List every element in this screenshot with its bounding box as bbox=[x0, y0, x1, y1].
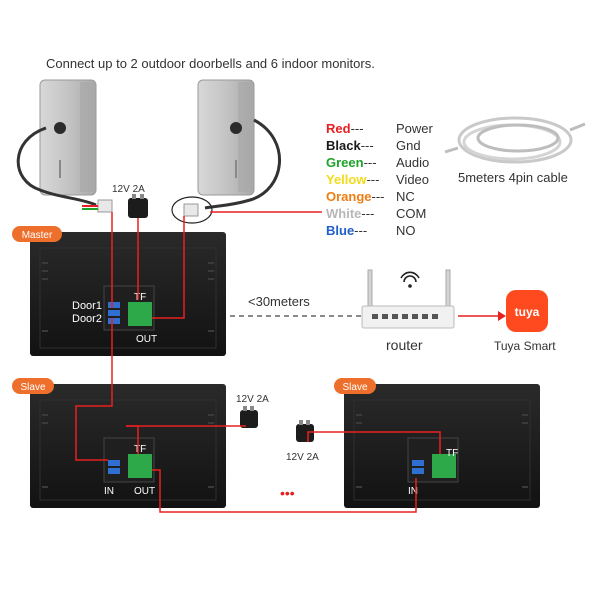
more-monitors-ellipsis: ••• bbox=[280, 485, 295, 501]
master-badge bbox=[12, 226, 62, 242]
legend-row-no: Blue--- bbox=[326, 223, 367, 238]
legend-dash: --- bbox=[354, 223, 367, 238]
slave-monitor-right bbox=[344, 384, 540, 508]
power-adapter-icon bbox=[128, 194, 148, 218]
slave-wiring bbox=[75, 330, 441, 513]
legend-dash: --- bbox=[364, 155, 377, 170]
master-badge-label: Master bbox=[22, 230, 53, 241]
legend-color-word: Yellow bbox=[326, 172, 367, 187]
camera-lens-icon bbox=[230, 122, 242, 134]
legend-color-word: Red bbox=[326, 121, 351, 136]
slave-left-in-label: IN bbox=[104, 486, 114, 497]
slave-left-badge-label: Slave bbox=[20, 382, 45, 393]
power-label-mid: 12V 2A bbox=[236, 394, 269, 405]
slave-monitor-left bbox=[30, 384, 226, 508]
legend-dash: --- bbox=[372, 189, 385, 204]
master-monitor bbox=[30, 232, 226, 356]
legend-color-word: Green bbox=[326, 155, 364, 170]
legend-row-audio: Green--- bbox=[326, 155, 377, 170]
doorbell-2-connector bbox=[171, 196, 213, 224]
legend-function-gnd: Gnd bbox=[396, 138, 421, 153]
wire-legend: Red---PowerBlack---GndGreen---AudioYello… bbox=[326, 121, 434, 238]
legend-color-word: Orange bbox=[326, 189, 372, 204]
legend-dash: --- bbox=[366, 172, 379, 187]
doorbell-1-connector bbox=[82, 199, 113, 213]
legend-dash: --- bbox=[361, 138, 374, 153]
slave-right-in-label: IN bbox=[408, 486, 418, 497]
master-out-label: OUT bbox=[136, 334, 157, 345]
slave-left-badge bbox=[12, 378, 54, 394]
legend-dash: --- bbox=[351, 121, 364, 136]
slave-left-out-label: OUT bbox=[134, 486, 155, 497]
doorbell-2-cable bbox=[204, 118, 281, 210]
power-adapter-icon bbox=[240, 406, 258, 428]
slave-right-tf-label: TF bbox=[446, 448, 458, 459]
cable-label: 5meters 4pin cable bbox=[458, 170, 568, 185]
tuya-logo-text: tuya bbox=[515, 305, 540, 319]
legend-row-com: White--- bbox=[326, 206, 374, 221]
tuya-label: Tuya Smart bbox=[494, 339, 556, 353]
outdoor-doorbell-1 bbox=[39, 79, 97, 196]
slave-left-tf-label: TF bbox=[134, 444, 146, 455]
power-adapter-icon bbox=[296, 420, 314, 442]
power-label-top: 12V 2A bbox=[112, 184, 145, 195]
slave-right-badge-label: Slave bbox=[342, 382, 367, 393]
slave-right-badge bbox=[334, 378, 376, 394]
tuya-logo-icon bbox=[506, 290, 548, 332]
legend-row-gnd: Black--- bbox=[326, 138, 374, 153]
master-door1-label: Door1 bbox=[72, 300, 102, 312]
legend-color-word: White bbox=[326, 206, 361, 221]
legend-color-word: Black bbox=[326, 138, 361, 153]
header-text: Connect up to 2 outdoor doorbells and 6 … bbox=[46, 56, 375, 71]
legend-row-video: Yellow--- bbox=[326, 172, 379, 187]
legend-function-com: COM bbox=[396, 206, 426, 221]
legend-function-no: NO bbox=[396, 223, 416, 238]
master-wiring bbox=[111, 212, 185, 330]
arrow-head-icon bbox=[498, 311, 506, 321]
legend-row-nc: Orange--- bbox=[326, 189, 385, 204]
camera-lens-icon bbox=[54, 122, 66, 134]
legend-dash: --- bbox=[361, 206, 374, 221]
master-tf-label: TF bbox=[134, 292, 146, 303]
router-icon bbox=[361, 269, 455, 329]
legend-row-power: Red--- bbox=[326, 121, 364, 136]
legend-function-video: Video bbox=[396, 172, 429, 187]
legend-color-word: Blue bbox=[326, 223, 354, 238]
legend-function-power: Power bbox=[396, 121, 434, 136]
legend-function-nc: NC bbox=[396, 189, 415, 204]
doorbell-1-cable bbox=[16, 126, 97, 207]
cable-coil-icon bbox=[444, 116, 586, 164]
legend-function-audio: Audio bbox=[396, 155, 429, 170]
outdoor-doorbell-2 bbox=[197, 79, 255, 196]
router-label: router bbox=[386, 337, 423, 353]
master-door2-label: Door2 bbox=[72, 313, 102, 325]
power-label-right: 12V 2A bbox=[286, 452, 319, 463]
distance-label: <30meters bbox=[248, 294, 310, 309]
